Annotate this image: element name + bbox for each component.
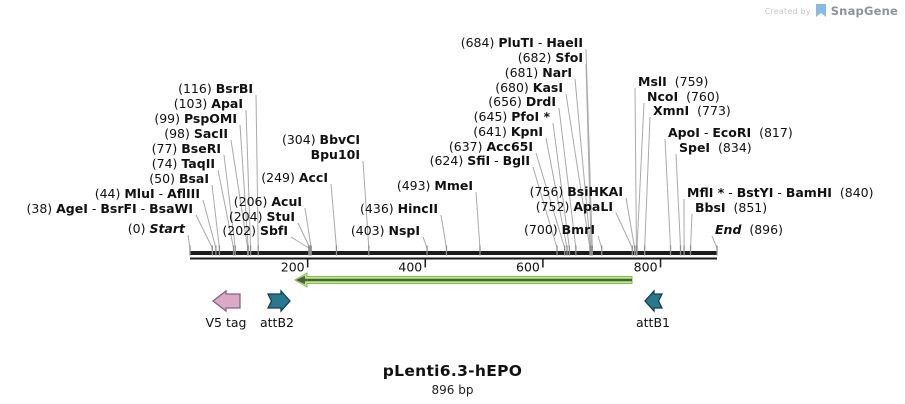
feature-v5-tag-label: V5 tag xyxy=(206,315,247,330)
leader-line-50 xyxy=(211,184,220,249)
brand-text: SnapGene xyxy=(830,4,898,18)
leader-line-759 xyxy=(634,87,637,249)
ruler-label-600: 600 xyxy=(516,260,540,275)
site-label-MflI: MflI * - BstYI - BamHI (840) xyxy=(687,185,874,200)
site-label-KasI: (680) KasI xyxy=(495,80,563,95)
site-label-PfoI: (645) PfoI * xyxy=(474,109,551,124)
site-label-BsaI: (50) BsaI xyxy=(149,171,209,186)
site-label-BseRI: (77) BseRI xyxy=(152,141,221,156)
watermark: Created by SnapGene xyxy=(765,4,898,18)
site-label-KpnI: (641) KpnI xyxy=(473,124,543,139)
site-label-MmeI: (493) MmeI xyxy=(397,178,473,193)
site-label-SfoI: (682) SfoI xyxy=(518,50,583,65)
snapgene-logo-icon xyxy=(815,4,826,17)
site-label-ApaLI: (752) ApaLI xyxy=(536,199,613,214)
orf-arrowhead xyxy=(296,275,305,285)
site-label-AcuI: (206) AcuI xyxy=(234,194,302,209)
leader-line-681 xyxy=(574,78,592,249)
site-label-SbfI: (202) SbfI xyxy=(222,223,288,238)
sequence-bar xyxy=(190,251,717,255)
leader-line-103 xyxy=(245,109,252,249)
site-label-AgeI: (38) AgeI - BsrFI - BsaWI xyxy=(26,201,193,216)
ruler-label-400: 400 xyxy=(398,260,422,275)
leader-line-637 xyxy=(535,152,566,249)
feature-attb2-arrow xyxy=(266,289,291,313)
leader-line-834 xyxy=(675,153,682,249)
leader-line-493 xyxy=(475,191,481,249)
leader-line-851 xyxy=(690,213,693,249)
site-label-Acc65I: (637) Acc65I xyxy=(449,139,533,154)
feature-v5-tag-arrow xyxy=(211,289,241,313)
site-label-BsrBI: (116) BsrBI xyxy=(178,81,253,96)
feature-attb1-arrow xyxy=(644,289,664,313)
site-label-ApoI: ApoI - EcoRI (817) xyxy=(668,125,793,140)
leader-line-436 xyxy=(440,214,447,249)
site-label-PspOMI: (99) PspOMI xyxy=(154,111,237,126)
site-label-SfiI: (624) SfiI - BglI xyxy=(430,153,530,168)
leader-line-684 xyxy=(585,48,593,249)
leader-line-99 xyxy=(239,124,249,249)
title-block: pLenti6.3-hEPO 896 bp xyxy=(0,362,905,397)
site-label-TaqII: (74) TaqII xyxy=(152,156,215,171)
site-label-BsiHKAI: (756) BsiHKAI xyxy=(530,184,623,199)
site-label-NcoI: NcoI (760) xyxy=(647,89,720,104)
leader-line-896 xyxy=(711,235,718,249)
leader-line-403 xyxy=(422,236,428,249)
leader-line-624 xyxy=(532,166,558,249)
leader-line-98 xyxy=(230,139,249,249)
leader-line-817 xyxy=(664,138,672,249)
leader-line-44 xyxy=(202,199,217,249)
leader-line-680 xyxy=(565,93,591,249)
leader-line-116 xyxy=(255,94,259,249)
leader-line-204 xyxy=(297,222,311,249)
leader-line-202 xyxy=(290,236,310,249)
site-label-End: End (896) xyxy=(715,222,783,237)
leader-line-249 xyxy=(330,183,337,249)
site-label-PluTI: (684) PluTI - HaeII xyxy=(461,35,583,50)
leader-line-760 xyxy=(636,102,645,249)
feature-attb2-label: attB2 xyxy=(260,315,294,330)
site-label-StuI: (204) StuI xyxy=(229,209,295,224)
leader-line-756 xyxy=(625,197,636,249)
ruler-line xyxy=(190,257,717,260)
leader-line-752 xyxy=(615,212,633,249)
feature-attb1-label: attB1 xyxy=(636,315,670,330)
leader-line-38 xyxy=(195,214,213,249)
site-label-NspI: (403) NspI xyxy=(351,223,420,238)
leader-line-77 xyxy=(223,154,236,249)
leader-line-656 xyxy=(558,107,577,249)
site-label-NarI: (681) NarI xyxy=(505,65,572,80)
site-label-HincII: (436) HincII xyxy=(360,201,438,216)
plasmid-title: pLenti6.3-hEPO xyxy=(382,362,523,380)
site-label-Bpu10I: Bpu10I xyxy=(311,147,360,162)
site-label-BmrI: (700) BmrI xyxy=(524,222,595,237)
site-label-XmnI: XmnI (773) xyxy=(653,103,731,118)
leader-line-645 xyxy=(552,122,570,249)
leader-line-74 xyxy=(217,169,235,249)
site-label-SacII: (98) SacII xyxy=(164,126,228,141)
ruler-label-800: 800 xyxy=(634,260,658,275)
site-label-SpeI: SpeI (834) xyxy=(679,140,752,155)
leader-line-682 xyxy=(585,63,592,249)
site-label-BbsI: BbsI (851) xyxy=(695,200,767,215)
site-label-ApaI: (103) ApaI xyxy=(174,96,243,111)
leader-line-773 xyxy=(644,116,651,249)
ruler-label-200: 200 xyxy=(281,260,305,275)
leader-line-304 xyxy=(362,160,370,249)
plasmid-length: 896 bp xyxy=(431,383,474,397)
created-by-text: Created by xyxy=(764,6,811,16)
site-label-MslI: MslI (759) xyxy=(638,74,708,89)
leader-line-206 xyxy=(304,207,312,249)
site-label-DrdI: (656) DrdI xyxy=(488,94,556,109)
site-label-MluI: (44) MluI - AflIII xyxy=(95,186,200,201)
site-label-Start: (0) Start xyxy=(128,221,186,236)
site-label-AccI: (249) AccI xyxy=(261,170,328,185)
leader-line-641 xyxy=(545,137,568,249)
site-label-BbvCI: (304) BbvCI xyxy=(282,132,360,147)
